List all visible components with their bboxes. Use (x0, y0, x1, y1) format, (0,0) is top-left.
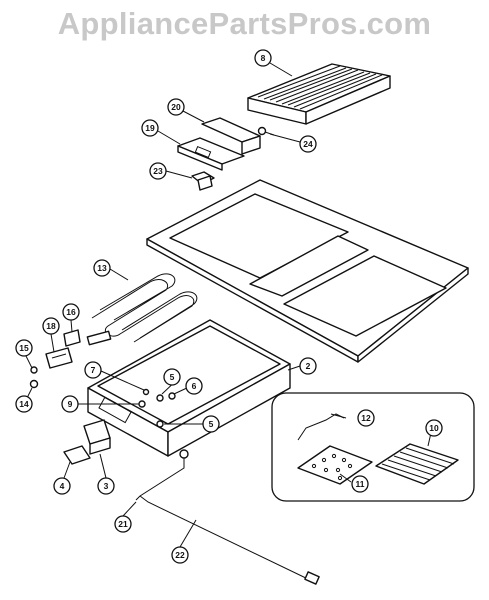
svg-text:16: 16 (66, 307, 76, 317)
part-drip-pan (87, 319, 291, 457)
callout-10: 10 (425, 419, 443, 437)
part-switch-housing-19 (177, 137, 245, 171)
svg-text:21: 21 (118, 519, 128, 529)
svg-text:11: 11 (356, 479, 365, 489)
svg-text:12: 12 (361, 413, 371, 423)
svg-text:7: 7 (91, 365, 96, 375)
svg-text:14: 14 (19, 399, 29, 409)
callout-2: 2 (299, 357, 317, 375)
part-cooktop-pan (146, 179, 469, 363)
callout-6: 6 (185, 377, 203, 395)
svg-text:19: 19 (145, 123, 155, 133)
svg-text:2: 2 (306, 361, 311, 371)
callout-18: 18 (42, 317, 60, 335)
part-nut-14 (29, 379, 39, 389)
callout-24: 24 (299, 135, 317, 153)
part-screw-15 (30, 366, 38, 374)
callout-16: 16 (62, 303, 80, 321)
part-switch-3 (83, 419, 111, 455)
callout-8: 8 (254, 49, 272, 67)
part-bracket-4 (63, 445, 91, 465)
svg-text:8: 8 (261, 53, 266, 63)
part-heating-element (86, 273, 198, 346)
callout-7: 7 (84, 361, 102, 379)
callout-23: 23 (149, 162, 167, 180)
part-bracket-20 (201, 117, 261, 155)
svg-text:24: 24 (303, 139, 313, 149)
svg-text:5: 5 (209, 419, 214, 429)
part-fastener-5a (156, 394, 164, 402)
svg-text:23: 23 (153, 166, 163, 176)
svg-text:20: 20 (171, 102, 181, 112)
leader-lines (25, 62, 434, 548)
svg-text:6: 6 (192, 381, 197, 391)
part-gasket-11 (297, 445, 373, 485)
part-connector-18 (45, 347, 73, 369)
callout-12: 12 (357, 409, 375, 427)
callout-20: 20 (167, 98, 185, 116)
callout-5a: 5 (163, 368, 181, 386)
callout-19: 19 (141, 119, 159, 137)
callout-15: 15 (15, 339, 33, 357)
callout-3: 3 (97, 477, 115, 495)
inset-box (271, 392, 475, 502)
part-grill-grate (247, 63, 391, 125)
callout-14: 14 (15, 395, 33, 413)
callout-9: 9 (61, 395, 79, 413)
svg-text:15: 15 (19, 343, 29, 353)
part-fastener-9 (138, 400, 146, 408)
part-terminal-16 (63, 329, 81, 347)
part-clip-23 (191, 171, 215, 191)
part-wire-12 (297, 413, 345, 441)
part-fastener-6 (168, 392, 176, 400)
callout-22: 22 (171, 546, 189, 564)
svg-text:13: 13 (97, 263, 107, 273)
callout-4: 4 (53, 477, 71, 495)
part-filter-10 (375, 443, 459, 485)
svg-text:22: 22 (175, 550, 185, 560)
svg-text:3: 3 (104, 481, 109, 491)
svg-text:4: 4 (60, 481, 65, 491)
callout-5b: 5 (202, 415, 220, 433)
svg-text:9: 9 (68, 399, 73, 409)
part-fastener-7 (142, 388, 150, 396)
callout-21: 21 (114, 515, 132, 533)
callout-11: 11 (351, 475, 369, 493)
site-watermark: AppliancePartsPros.com (57, 6, 432, 41)
callout-13: 13 (93, 259, 111, 277)
svg-text:10: 10 (429, 423, 439, 433)
part-screw-24 (257, 126, 275, 136)
svg-text:5: 5 (170, 372, 175, 382)
svg-text:18: 18 (46, 321, 56, 331)
part-fastener-5b (156, 420, 164, 428)
part-rod-21-22 (135, 449, 320, 585)
